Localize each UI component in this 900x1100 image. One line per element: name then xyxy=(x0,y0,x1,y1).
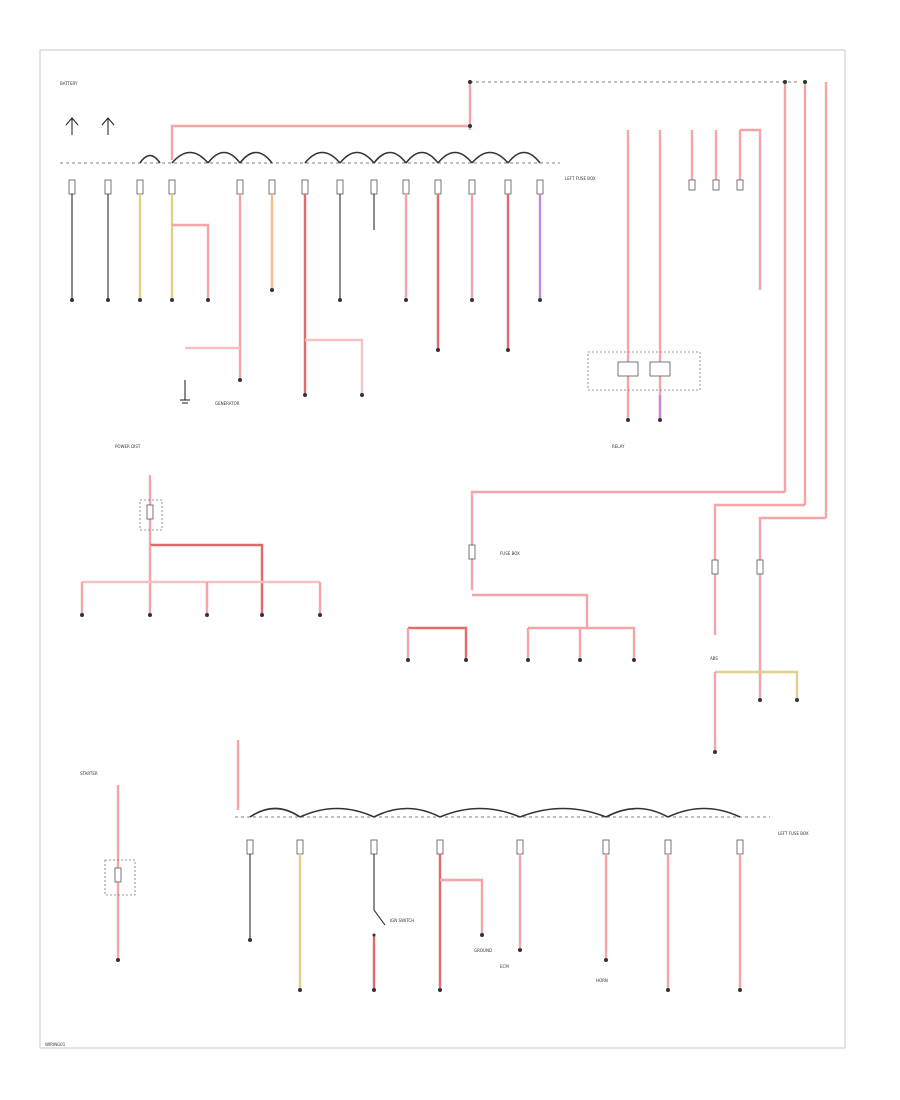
fuses-top-right xyxy=(688,128,762,290)
fuse-11 xyxy=(434,179,442,352)
bfuse-2 xyxy=(296,839,304,992)
bfuse-8 xyxy=(736,839,744,992)
fuse-box-top-label: LEFT FUSE BOX xyxy=(565,176,596,181)
fuse-10 xyxy=(402,179,410,302)
fuse-2 xyxy=(104,179,112,302)
fuse-12 xyxy=(468,179,476,302)
right-long-feeds xyxy=(783,80,828,518)
middle-right-section: ABS xyxy=(710,503,826,754)
bottom-section: STARTER LEFT FUSE BOX xyxy=(80,740,809,992)
battery-icon xyxy=(65,117,115,135)
fuse-8 xyxy=(336,179,344,302)
bfuse-3 xyxy=(370,839,378,992)
fuse-6 xyxy=(268,179,276,292)
power-dist-label: POWER DIST xyxy=(115,444,141,449)
bfuse-4 xyxy=(436,839,484,992)
generator-label: GENERATOR xyxy=(215,401,240,406)
ground-label: GROUND xyxy=(474,948,492,953)
battery-label: BATTERY xyxy=(60,81,78,86)
ign-switch-icon xyxy=(372,909,386,937)
bfuse-6 xyxy=(602,839,610,962)
middle-center-section: FUSE BOX xyxy=(406,490,785,662)
fuse-13 xyxy=(504,179,512,352)
relay-block-top-right: RELAY xyxy=(587,130,701,449)
page-id: WIRING01 xyxy=(45,1042,66,1047)
diagram-frame xyxy=(39,49,846,1049)
fuse-drops-top xyxy=(68,179,544,397)
ground-icon xyxy=(180,380,190,404)
fuse-box-bottom-label: LEFT FUSE BOX xyxy=(778,831,809,836)
bfuse-1 xyxy=(246,839,254,942)
bfuse-5 xyxy=(516,839,524,952)
main-red-bus xyxy=(170,124,470,160)
fuse-5 xyxy=(185,179,244,382)
fuse-drops-bottom xyxy=(246,839,744,992)
fuse-4 xyxy=(168,179,210,302)
abs-label: ABS xyxy=(710,656,718,661)
top-section: BATTERY LEFT FUSE BOX xyxy=(60,80,828,518)
bus-arcs-bottom xyxy=(249,807,741,818)
bus-arcs-top xyxy=(139,151,541,164)
starter-label: STARTER xyxy=(80,771,98,776)
ecm-label: ECM xyxy=(500,964,509,969)
fuse-7 xyxy=(301,179,364,397)
fuse-1 xyxy=(68,179,76,302)
fuse-9 xyxy=(370,179,378,230)
ign-switch-label: IGN SWITCH xyxy=(390,918,414,923)
middle-left-section: POWER DIST xyxy=(80,444,322,617)
bfuse-7 xyxy=(664,839,672,992)
horn-label: HORN xyxy=(596,978,608,983)
fuse-14 xyxy=(536,179,544,302)
fuse-3 xyxy=(136,179,144,302)
relay-label: RELAY xyxy=(612,444,625,449)
fuse-box-mid-label: FUSE BOX xyxy=(500,551,520,556)
